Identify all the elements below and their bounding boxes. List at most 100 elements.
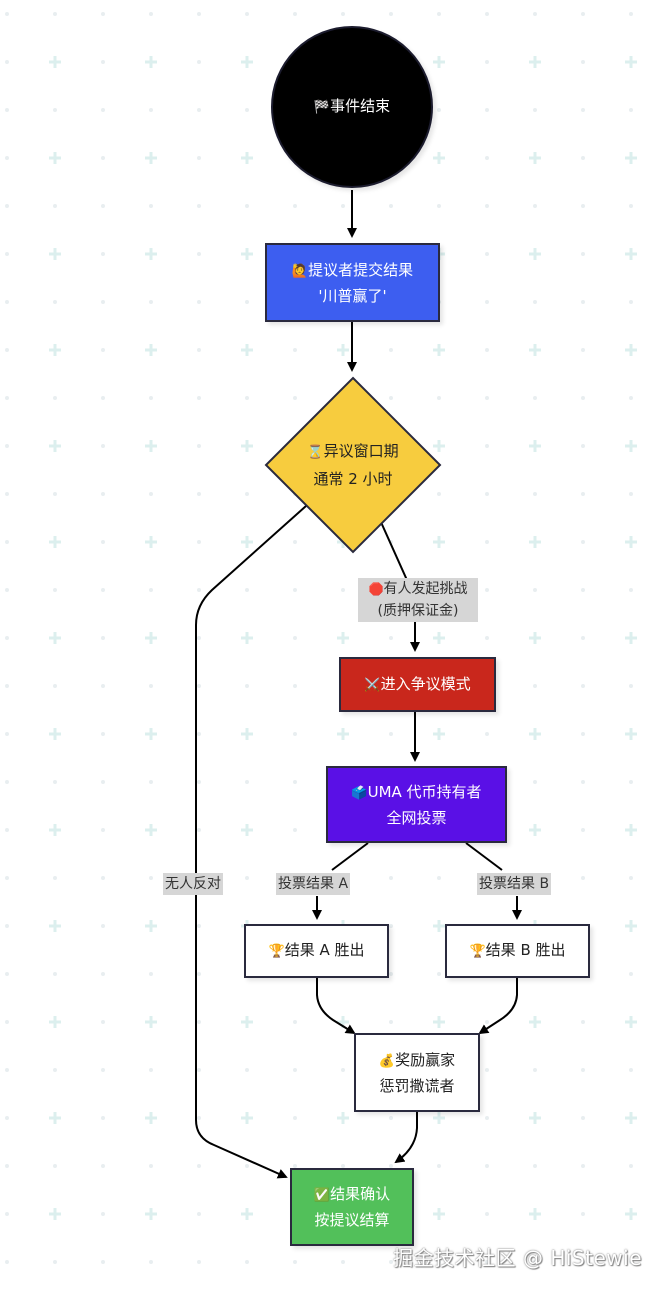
grid-plus	[337, 344, 349, 356]
stop-sign-icon: 🛑	[368, 582, 384, 596]
grid-dot	[629, 300, 633, 304]
crossed-swords-icon: ⚔️	[364, 677, 381, 693]
grid-plus	[625, 1208, 637, 1220]
grid-dot	[389, 1020, 393, 1024]
grid-dot	[245, 588, 249, 592]
grid-dot	[533, 204, 537, 208]
grid-plus	[241, 152, 253, 164]
grid-dot	[533, 684, 537, 688]
grid-dot	[581, 1212, 585, 1216]
grid-plus	[49, 824, 61, 836]
grid-dot	[53, 1260, 57, 1264]
grid-dot	[485, 1260, 489, 1264]
node-reward-punish[interactable]: 💰奖励赢家 惩罚撒谎者	[354, 1033, 480, 1112]
node-event-end[interactable]: 🏁事件结束	[271, 26, 433, 188]
grid-dot	[533, 396, 537, 400]
grid-plus	[241, 536, 253, 548]
line-text: 进入争议模式	[380, 674, 471, 693]
grid-dot	[5, 972, 9, 976]
grid-dot	[101, 1212, 105, 1216]
grid-plus	[49, 536, 61, 548]
grid-dot	[629, 1260, 633, 1264]
grid-dot	[629, 396, 633, 400]
grid-plus	[625, 728, 637, 740]
grid-plus	[337, 728, 349, 740]
grid-dot	[581, 252, 585, 256]
node-result-b[interactable]: 🏆结果 B 胜出	[445, 924, 590, 978]
grid-dot	[485, 108, 489, 112]
grid-dot	[197, 636, 201, 640]
line-text: 奖励赢家	[395, 1050, 456, 1069]
grid-dot	[197, 1164, 201, 1168]
grid-dot	[53, 780, 57, 784]
grid-dot	[53, 204, 57, 208]
grid-dot	[149, 684, 153, 688]
grid-dot	[197, 252, 201, 256]
grid-dot	[197, 732, 201, 736]
grid-dot	[581, 1164, 585, 1168]
grid-dot	[5, 636, 9, 640]
grid-dot	[245, 1068, 249, 1072]
grid-dot	[533, 1164, 537, 1168]
grid-plus	[145, 152, 157, 164]
grid-dot	[485, 1068, 489, 1072]
grid-plus	[145, 1016, 157, 1028]
grid-dot	[197, 300, 201, 304]
grid-dot	[629, 204, 633, 208]
edge-window-to-confirmed	[195, 505, 307, 1179]
grid-dot	[5, 444, 9, 448]
grid-dot	[533, 108, 537, 112]
grid-dot	[341, 1068, 345, 1072]
grid-dot	[581, 1260, 585, 1264]
grid-plus	[49, 728, 61, 740]
grid-plus	[49, 344, 61, 356]
node-dispute-mode[interactable]: ⚔️进入争议模式	[339, 657, 496, 712]
grid-dot	[149, 780, 153, 784]
edge-label-challenge-line1: 🛑有人发起挑战	[360, 578, 476, 600]
grid-dot	[293, 540, 297, 544]
grid-plus	[145, 440, 157, 452]
grid-plus	[625, 440, 637, 452]
grid-dot	[245, 108, 249, 112]
grid-dot	[485, 1212, 489, 1216]
grid-plus	[241, 728, 253, 740]
grid-dot	[245, 204, 249, 208]
grid-dot	[629, 588, 633, 592]
grid-plus	[433, 632, 445, 644]
grid-dot	[197, 1116, 201, 1120]
node-challenge-window[interactable]: ⌛异议窗口期 通常 2 小时	[264, 376, 442, 554]
grid-plus	[49, 1016, 61, 1028]
grid-dot	[629, 780, 633, 784]
grid-dot	[197, 1260, 201, 1264]
grid-dot	[533, 492, 537, 496]
grid-dot	[245, 1260, 249, 1264]
grid-plus	[625, 1112, 637, 1124]
node-result-a[interactable]: 🏆结果 A 胜出	[244, 924, 389, 978]
grid-dot	[533, 780, 537, 784]
diamond-shape	[264, 376, 442, 554]
grid-dot	[293, 1164, 297, 1168]
grid-dot	[5, 1164, 9, 1168]
grid-plus	[625, 536, 637, 548]
grid-dot	[293, 732, 297, 736]
node-proposer-submit[interactable]: 🙋提议者提交结果 '川普赢了'	[265, 243, 440, 322]
grid-dot	[485, 12, 489, 16]
node-confirmed[interactable]: ✅结果确认 按提议结算	[290, 1168, 414, 1246]
node-uma-vote[interactable]: 🗳️UMA 代币持有者 全网投票	[326, 766, 507, 843]
grid-plus	[433, 1208, 445, 1220]
grid-dot	[245, 684, 249, 688]
grid-dot	[245, 396, 249, 400]
grid-dot	[533, 1260, 537, 1264]
grid-dot	[149, 108, 153, 112]
grid-dot	[197, 780, 201, 784]
grid-dot	[101, 444, 105, 448]
grid-dot	[485, 204, 489, 208]
grid-dot	[389, 1164, 393, 1168]
grid-dot	[197, 12, 201, 16]
grid-dot	[5, 876, 9, 880]
grid-plus	[625, 248, 637, 260]
grid-dot	[5, 252, 9, 256]
grid-plus	[241, 248, 253, 260]
grid-dot	[293, 1260, 297, 1264]
grid-plus	[529, 536, 541, 548]
